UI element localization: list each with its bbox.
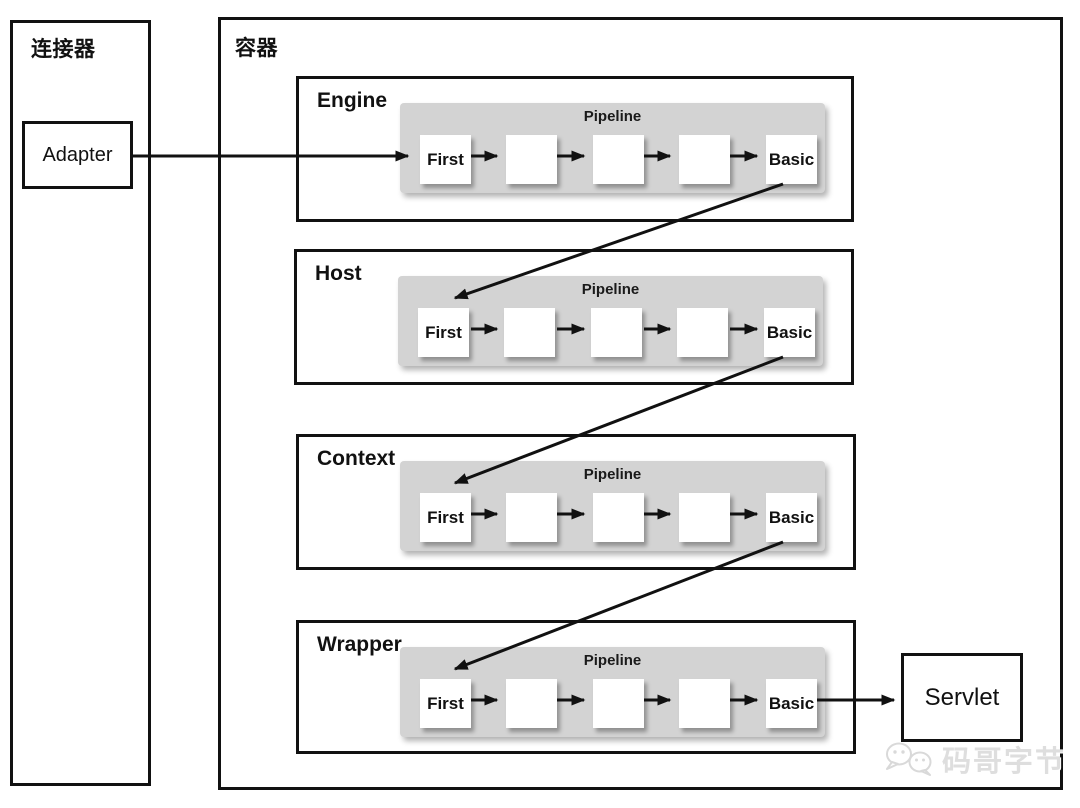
adapter-label: Adapter (42, 143, 113, 166)
valve-node (677, 308, 728, 357)
valve-node-first: First (420, 679, 471, 728)
connector-group-label: 连接器 (31, 38, 96, 61)
adapter-node: Adapter (22, 121, 133, 189)
valve-node (593, 679, 644, 728)
valve-node-basic: Basic (766, 493, 817, 542)
servlet-node: Servlet (901, 653, 1023, 742)
host-label: Host (315, 262, 362, 285)
host-pipeline: Pipeline First Basic (398, 276, 823, 366)
watermark: 码哥字节 (884, 738, 1066, 780)
container-group-label: 容器 (235, 37, 278, 60)
valve-node (593, 135, 644, 184)
wrapper-label: Wrapper (317, 633, 402, 656)
valve-node (679, 135, 730, 184)
valve-node (679, 493, 730, 542)
valve-node-first: First (420, 493, 471, 542)
servlet-label: Servlet (924, 683, 1000, 711)
context-section: Context Pipeline First Basic (296, 434, 856, 570)
valve-node (506, 493, 557, 542)
valve-node (679, 679, 730, 728)
pipeline-label: Pipeline (581, 281, 640, 298)
valve-node-basic: Basic (766, 135, 817, 184)
valve-node (591, 308, 642, 357)
context-label: Context (317, 447, 396, 470)
engine-label: Engine (317, 89, 388, 112)
valve-node-first: First (420, 135, 471, 184)
valve-node (504, 308, 555, 357)
valve-node (593, 493, 644, 542)
wechat-logo-icon (886, 742, 932, 776)
pipeline-label: Pipeline (583, 652, 642, 669)
wrapper-pipeline: Pipeline First Basic (400, 647, 825, 737)
watermark-text: 码哥字节 (942, 746, 1067, 778)
valve-node-basic: Basic (764, 308, 815, 357)
valve-node (506, 679, 557, 728)
pipeline-label: Pipeline (583, 108, 642, 125)
engine-pipeline: Pipeline First Basic (400, 103, 825, 193)
engine-section: Engine Pipeline First Basic (296, 76, 854, 222)
valve-node (506, 135, 557, 184)
pipeline-label: Pipeline (583, 466, 642, 483)
host-section: Host Pipeline First Basic (294, 249, 854, 385)
valve-node-basic: Basic (766, 679, 817, 728)
valve-node-first: First (418, 308, 469, 357)
wrapper-section: Wrapper Pipeline First Basic (296, 620, 856, 754)
context-pipeline: Pipeline First Basic (400, 461, 825, 551)
